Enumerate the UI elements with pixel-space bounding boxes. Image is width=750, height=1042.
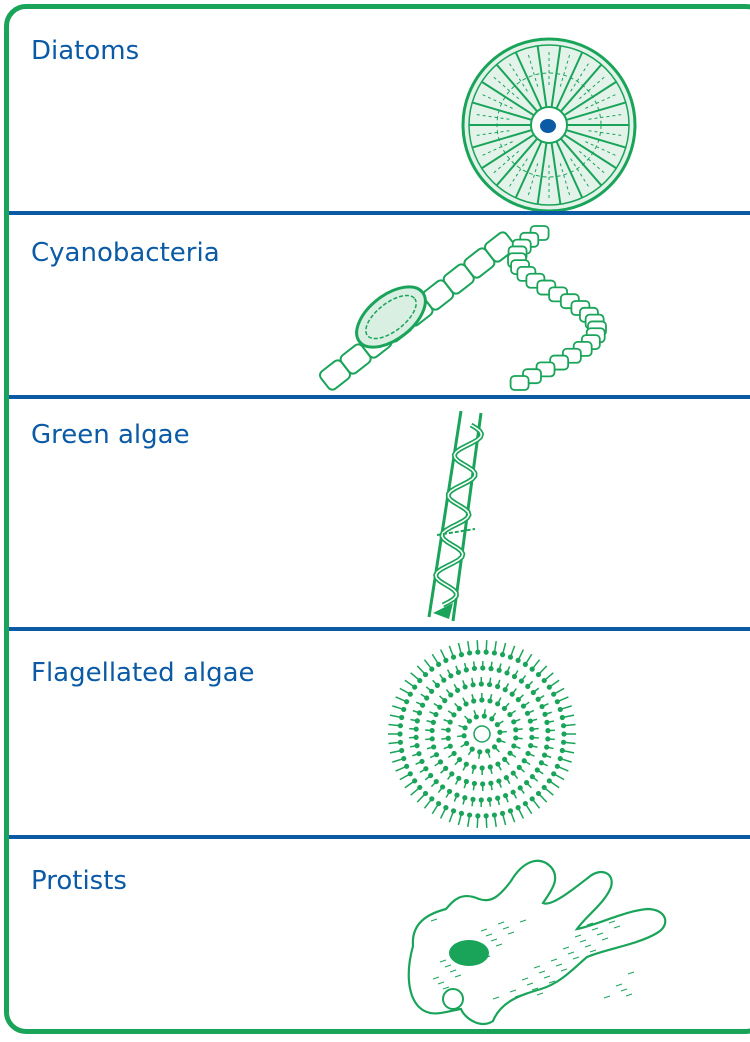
panel-label-green-algae: Green algae bbox=[31, 422, 190, 448]
panel-diatoms: Diatoms bbox=[9, 9, 750, 211]
panel-cyanobacteria: Cyanobacteria bbox=[9, 215, 750, 395]
panel-label-flagellated-algae: Flagellated algae bbox=[31, 660, 255, 686]
flagellated-colony-icon bbox=[392, 641, 572, 827]
panel-protists: Protists bbox=[9, 839, 750, 1034]
cyanobacteria-filament-icon bbox=[305, 225, 615, 395]
panel-green-algae: Green algae bbox=[9, 399, 750, 627]
panel-flagellated-algae: Flagellated algae bbox=[9, 631, 750, 835]
amoeba-icon bbox=[401, 851, 671, 1031]
algae-chart-frame: Diatoms Cyanobacteria Green algae Flagel… bbox=[4, 4, 750, 1034]
diatom-icon bbox=[461, 37, 637, 213]
panel-label-protists: Protists bbox=[31, 868, 127, 894]
green-algae-filament-icon bbox=[409, 407, 509, 625]
panel-label-cyanobacteria: Cyanobacteria bbox=[31, 240, 220, 266]
panel-label-diatoms: Diatoms bbox=[31, 38, 139, 64]
